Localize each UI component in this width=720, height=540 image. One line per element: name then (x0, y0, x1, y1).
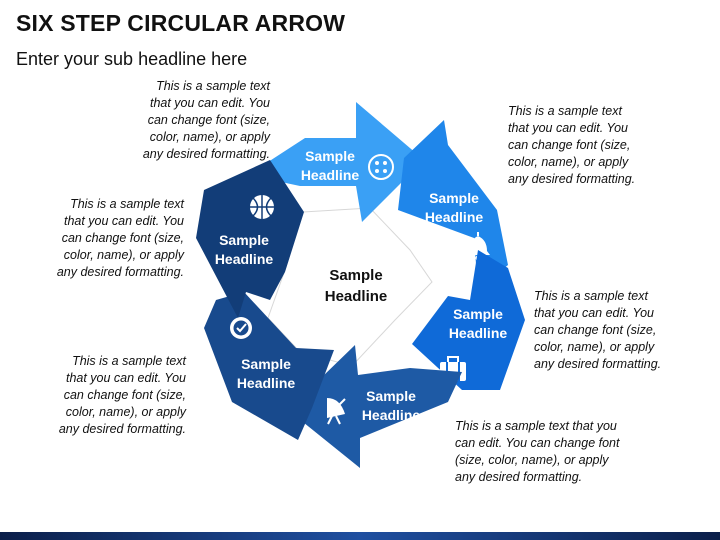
center-shape (267, 207, 433, 367)
step-5-arrow[interactable]: Sample Headline (204, 292, 334, 440)
note-line: any desired formatting. (534, 357, 662, 371)
note-line: color, name), or apply (63, 248, 184, 262)
note-line: can change font (size, (508, 138, 631, 152)
note-line: This is a sample text (70, 197, 184, 211)
satellite-dish-icon (327, 398, 346, 425)
step-1-arrow[interactable]: Sample Headline (248, 102, 424, 222)
note-line: color, name), or apply (508, 155, 629, 169)
note-line: color, name), or apply (534, 340, 655, 354)
note-line: any desired formatting. (58, 422, 186, 436)
note-line: that you can edit. You (149, 96, 270, 110)
note-step-5: This is a sample text that you can edit.… (26, 353, 186, 438)
step-3-shape (412, 250, 525, 390)
slide-subtitle: Enter your sub headline here (16, 49, 248, 69)
step-4-arrow[interactable]: Sample Headline (288, 345, 462, 468)
note-step-4: This is a sample text that you can edit.… (455, 418, 655, 486)
note-line: any desired formatting. (508, 172, 636, 186)
step-6-shape (196, 160, 304, 318)
step-2-arrow[interactable]: Sample Headline (398, 120, 508, 290)
step-1-shape (248, 102, 424, 222)
note-line: This is a sample text (156, 79, 270, 93)
note-line: can change font (size, (61, 231, 184, 245)
basketball-icon (250, 195, 274, 219)
step-1-subtitle: Headline (301, 167, 360, 183)
note-step-2: This is a sample text that you can edit.… (508, 103, 678, 188)
note-step-3: This is a sample text that you can edit.… (534, 288, 704, 373)
badge-check-icon (230, 317, 252, 339)
step-4-title: Sample (366, 388, 416, 404)
note-line: can edit. You can change font (455, 436, 620, 450)
center-subtitle: Headline (325, 288, 388, 305)
note-line: any desired formatting. (455, 470, 583, 484)
step-1-title: Sample (305, 148, 355, 164)
note-line: that you can edit. You (65, 371, 186, 385)
step-3-subtitle: Headline (449, 325, 508, 341)
note-line: (size, color, name), or apply (455, 453, 609, 467)
note-line: can change font (size, (147, 113, 270, 127)
note-line: can change font (size, (63, 388, 186, 402)
center-title: Sample (329, 267, 382, 284)
step-3-title: Sample (453, 306, 503, 322)
step-3-arrow[interactable]: Sample Headline (412, 250, 525, 390)
note-line: This is a sample text (72, 354, 186, 368)
note-step-1: This is a sample text that you can edit.… (112, 78, 270, 163)
note-line: This is a sample text (534, 289, 648, 303)
note-line: that you can edit. You (508, 121, 629, 135)
note-line: can change font (size, (534, 323, 657, 337)
note-step-6: This is a sample text that you can edit.… (24, 196, 184, 281)
buttons-icon (368, 154, 394, 180)
note-line: This is a sample text (508, 104, 622, 118)
note-line: any desired formatting. (142, 147, 270, 161)
step-4-subtitle: Headline (362, 407, 421, 423)
bottom-accent-bar (0, 532, 720, 540)
step-5-title: Sample (241, 356, 291, 372)
note-line: any desired formatting. (56, 265, 184, 279)
note-line: This is a sample text that you (455, 419, 617, 433)
slide-title: SIX STEP CIRCULAR ARROW (16, 10, 346, 36)
step-2-title: Sample (429, 190, 479, 206)
note-line: color, name), or apply (149, 130, 270, 144)
step-4-shape (288, 345, 462, 468)
note-line: color, name), or apply (65, 405, 186, 419)
note-line: that you can edit. You (63, 214, 184, 228)
step-6-title: Sample (219, 232, 269, 248)
step-6-subtitle: Headline (215, 251, 274, 267)
step-2-subtitle: Headline (425, 209, 484, 225)
note-line: that you can edit. You (534, 306, 655, 320)
step-5-subtitle: Headline (237, 375, 296, 391)
step-6-arrow[interactable]: Sample Headline (196, 160, 304, 318)
